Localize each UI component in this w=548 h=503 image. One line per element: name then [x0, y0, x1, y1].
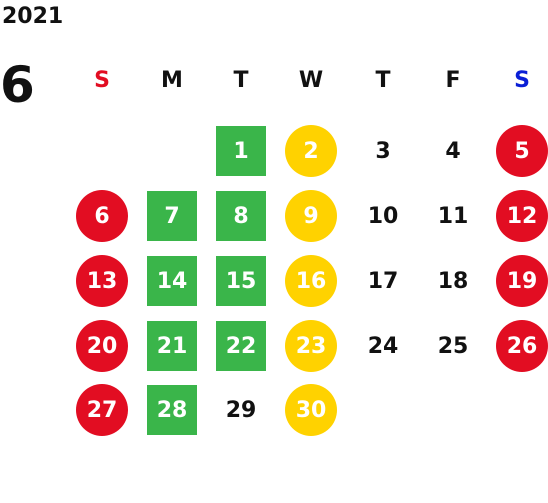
day-cell-29: 29: [225, 397, 257, 423]
day-cell-27: 27: [76, 384, 128, 436]
weekday-sunday: S: [94, 68, 110, 93]
day-cell-20: 20: [76, 320, 128, 372]
day-cell-22: 22: [216, 321, 266, 371]
day-cell-26: 26: [496, 320, 548, 372]
day-cell-5: 5: [496, 125, 548, 177]
day-cell-7: 7: [147, 191, 197, 241]
day-cell-25: 25: [437, 333, 469, 359]
day-cell-17: 17: [367, 268, 399, 294]
calendar-month: 6: [0, 56, 35, 114]
day-cell-4: 4: [445, 138, 461, 164]
day-cell-14: 14: [147, 256, 197, 306]
day-cell-8: 8: [216, 191, 266, 241]
day-cell-16: 16: [285, 255, 337, 307]
day-cell-21: 21: [147, 321, 197, 371]
weekday-saturday: S: [514, 68, 530, 93]
day-cell-2: 2: [285, 125, 337, 177]
weekday-friday: F: [445, 68, 461, 93]
weekday-wednesday: W: [298, 68, 324, 93]
day-cell-11: 11: [437, 203, 469, 229]
day-cell-10: 10: [367, 203, 399, 229]
day-cell-9: 9: [285, 190, 337, 242]
calendar-year: 2021: [2, 4, 64, 29]
day-cell-12: 12: [496, 190, 548, 242]
day-cell-6: 6: [76, 190, 128, 242]
day-cell-19: 19: [496, 255, 548, 307]
day-cell-24: 24: [367, 333, 399, 359]
day-cell-23: 23: [285, 320, 337, 372]
day-cell-3: 3: [375, 138, 391, 164]
day-cell-15: 15: [216, 256, 266, 306]
day-cell-30: 30: [285, 384, 337, 436]
day-cell-28: 28: [147, 385, 197, 435]
weekday-monday: M: [161, 68, 183, 93]
weekday-tuesday: T: [233, 68, 249, 93]
day-cell-13: 13: [76, 255, 128, 307]
weekday-thursday: T: [375, 68, 391, 93]
day-cell-1: 1: [216, 126, 266, 176]
day-cell-18: 18: [437, 268, 469, 294]
